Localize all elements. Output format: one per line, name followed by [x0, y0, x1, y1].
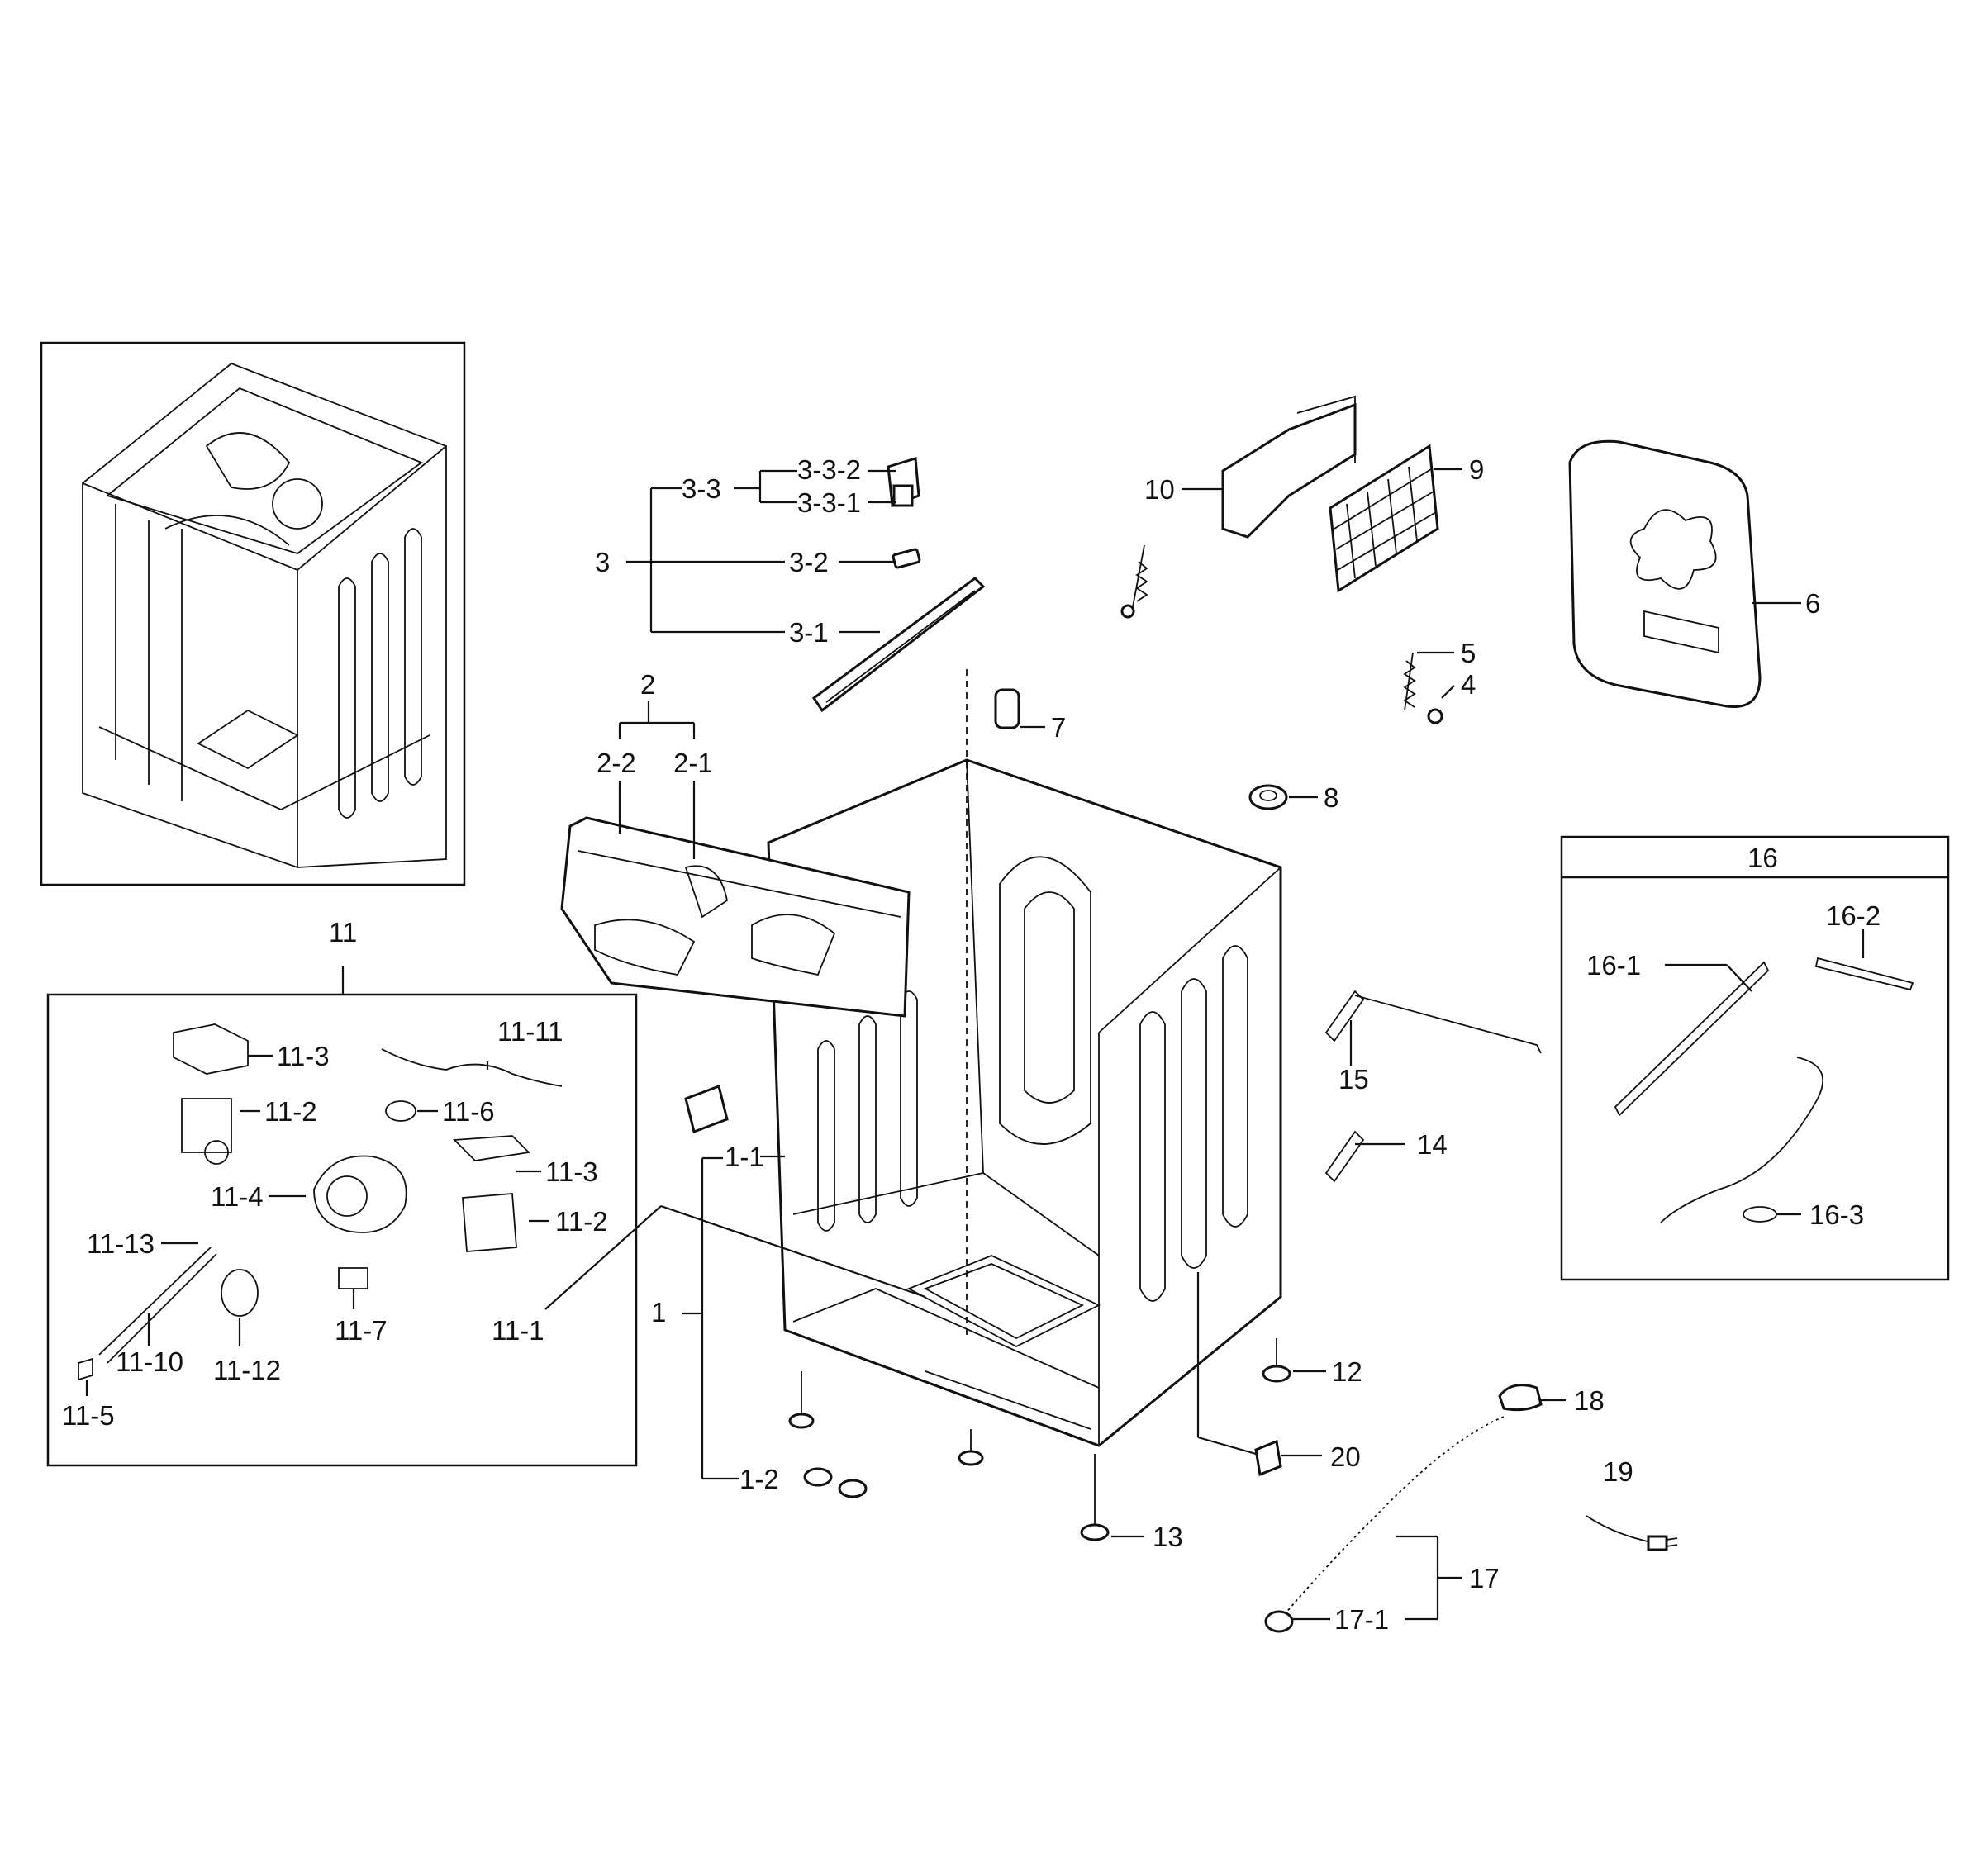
part-17-hose — [1264, 1416, 1505, 1633]
top-panel-part-2 — [560, 816, 911, 1018]
label-3-2: 3-2 — [789, 547, 829, 577]
label-15: 15 — [1338, 1064, 1369, 1095]
part-14 — [1324, 1130, 1365, 1183]
label-11-2-right: 11-2 — [555, 1206, 608, 1237]
label-20: 20 — [1330, 1441, 1361, 1472]
label-16: 16 — [1747, 843, 1778, 873]
part-6 — [1568, 439, 1762, 709]
spring-upper — [1120, 544, 1148, 619]
part-13-foot — [788, 1371, 1110, 1541]
leader-lines — [85, 468, 1865, 1621]
label-11-3-top: 11-3 — [277, 1041, 330, 1071]
label-3-1: 3-1 — [789, 617, 829, 648]
label-11-2-left: 11-2 — [264, 1096, 317, 1127]
label-2-2: 2-2 — [597, 748, 636, 778]
assembled-cabinet-inset — [40, 341, 466, 886]
label-7: 7 — [1051, 712, 1066, 743]
part-20 — [1254, 1439, 1282, 1477]
part-7 — [966, 669, 1020, 1338]
part-15 — [1324, 990, 1542, 1054]
part-9 — [1329, 444, 1439, 593]
label-11-11: 11-11 — [497, 1016, 563, 1047]
part-4 — [1427, 708, 1443, 724]
cabinet-part-1 — [767, 758, 1282, 1447]
label-9: 9 — [1469, 454, 1484, 485]
label-2: 2 — [640, 669, 655, 700]
label-16-1: 16-1 — [1586, 950, 1641, 981]
label-11: 11 — [329, 917, 357, 947]
part-3-2 — [892, 548, 921, 569]
label-1-1: 1-1 — [725, 1142, 764, 1172]
label-11-10: 11-10 — [116, 1346, 183, 1377]
label-3: 3 — [595, 547, 610, 577]
label-11-4: 11-4 — [211, 1181, 264, 1212]
label-12: 12 — [1332, 1356, 1362, 1387]
label-3-3-2: 3-3-2 — [797, 454, 861, 485]
label-16-3: 16-3 — [1809, 1199, 1864, 1230]
part-1-1 — [684, 1085, 729, 1133]
label-18: 18 — [1574, 1385, 1605, 1416]
label-11-12: 11-12 — [213, 1355, 281, 1385]
part-3-1 — [811, 577, 986, 713]
part-3-3 — [887, 457, 920, 508]
label-16-2: 16-2 — [1826, 900, 1881, 931]
label-11-5: 11-5 — [62, 1400, 115, 1431]
label-2-1: 2-1 — [673, 748, 713, 778]
label-17-1: 17-1 — [1334, 1604, 1389, 1635]
label-8: 8 — [1324, 782, 1338, 813]
label-5: 5 — [1461, 638, 1476, 668]
label-11-1: 11-1 — [492, 1315, 544, 1346]
part-12-foot — [1262, 1338, 1291, 1383]
part-10 — [1221, 395, 1357, 539]
label-1-2: 1-2 — [739, 1464, 779, 1494]
label-19: 19 — [1603, 1456, 1633, 1487]
label-17: 17 — [1469, 1563, 1500, 1593]
part-18 — [1498, 1384, 1543, 1412]
label-13: 13 — [1153, 1522, 1183, 1552]
label-11-13: 11-13 — [87, 1228, 155, 1259]
callout-labels: 3-3-2 3-3 3-3-1 3 3-2 3-1 2 2-2 2-1 7 8 … — [62, 454, 1881, 1635]
part-19-cord — [1586, 1515, 1678, 1551]
part-1-2 — [803, 1467, 868, 1498]
label-11-6: 11-6 — [442, 1096, 495, 1127]
label-3-3: 3-3 — [682, 473, 721, 504]
label-10: 10 — [1144, 474, 1175, 505]
label-14: 14 — [1417, 1129, 1448, 1160]
part-8 — [1248, 784, 1288, 810]
label-1: 1 — [651, 1297, 666, 1327]
label-6: 6 — [1805, 588, 1820, 619]
part-5-spring — [1403, 652, 1416, 711]
label-11-3-right: 11-3 — [545, 1156, 598, 1187]
label-11-7: 11-7 — [335, 1315, 388, 1346]
label-3-3-1: 3-3-1 — [797, 487, 861, 518]
label-4: 4 — [1461, 669, 1476, 700]
wiring-box-16 — [1560, 835, 1950, 1281]
